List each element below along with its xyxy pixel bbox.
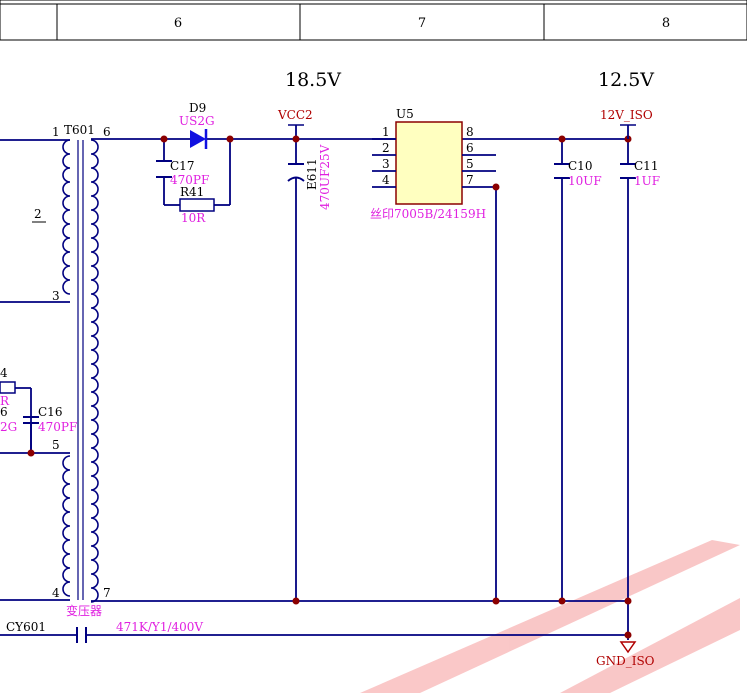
u5-pin-7: 7 [466, 173, 474, 187]
net-12v-iso[interactable]: 12V_ISO [600, 108, 653, 139]
capacitor-e611[interactable]: E611 470UF25V [287, 139, 332, 601]
d9-value: US2G [179, 114, 215, 128]
junction [558, 135, 566, 143]
partial-resistor-left[interactable]: 4 R 6 2G [0, 366, 32, 453]
r41-value: 10R [181, 211, 206, 225]
junction [160, 135, 168, 143]
r41-ref: R41 [180, 185, 204, 199]
12v-iso-label: 12V_ISO [600, 108, 653, 122]
resistor-r41[interactable]: R41 10R [164, 139, 231, 225]
partial-resistor-value: R [0, 394, 10, 408]
capacitor-cy601[interactable]: CY601 471K/Y1/400V [0, 620, 628, 643]
cy601-ref: CY601 [6, 620, 46, 634]
c17-ref: C17 [170, 159, 194, 173]
transformer-pin-4: 4 [52, 586, 60, 600]
ground-icon [619, 641, 637, 654]
junction [624, 597, 632, 605]
ic-u5[interactable]: U5 1 2 3 4 8 6 5 7 丝印7005B/24159H [370, 107, 496, 221]
u5-pin-2: 2 [382, 141, 390, 155]
partial-diode-ref: 6 [0, 405, 8, 419]
net-vcc2[interactable]: VCC2 [277, 108, 313, 139]
voltage-label-18v5: 18.5V [285, 69, 341, 91]
title-border: 6 7 8 [0, 0, 747, 41]
transformer-pin-6: 6 [103, 125, 111, 139]
c16-value: 470PF [38, 420, 77, 434]
transformer-ref: T601 [64, 123, 95, 137]
column-label-7: 7 [418, 16, 426, 31]
junction [226, 135, 234, 143]
transformer-t601[interactable]: T601 1 2 3 5 4 6 7 变压器 [32, 123, 111, 618]
transformer-pin-7: 7 [103, 586, 111, 600]
c10-ref: C10 [568, 159, 592, 173]
secondary-winding-6-7 [90, 139, 99, 603]
aux-winding-5-4 [62, 455, 71, 597]
junction [27, 449, 35, 457]
e611-ref: E611 [305, 158, 319, 190]
junction [492, 597, 500, 605]
junction [624, 631, 632, 639]
column-label-8: 8 [662, 16, 670, 31]
capacitor-c16[interactable]: C16 470PF [23, 405, 77, 453]
u5-pin-4: 4 [382, 173, 390, 187]
c10-value: 10UF [568, 174, 602, 188]
c17-value: 470PF [170, 173, 209, 187]
gnd-iso-label: GND_ISO [596, 654, 655, 668]
vcc2-label: VCC2 [277, 108, 313, 122]
c11-ref: C11 [634, 159, 658, 173]
capacitor-c11[interactable]: C11 1UF [620, 139, 660, 640]
primary-winding-1-3 [62, 139, 71, 295]
u5-ref: U5 [396, 107, 414, 121]
capacitor-c10[interactable]: C10 10UF [554, 139, 602, 601]
u5-marking: 丝印7005B/24159H [370, 207, 486, 221]
diode-d9[interactable]: D9 US2G [179, 101, 215, 149]
transformer-label: 变压器 [66, 603, 102, 618]
junction [558, 597, 566, 605]
transformer-pin-5: 5 [52, 438, 60, 452]
c16-ref: C16 [38, 405, 62, 419]
junction [292, 135, 300, 143]
transformer-pin-3: 3 [52, 289, 60, 303]
u5-pin-8: 8 [466, 125, 474, 139]
capacitor-c17[interactable]: C17 470PF [156, 139, 209, 205]
watermark-stroke [360, 540, 740, 693]
u5-pin-3: 3 [382, 157, 390, 171]
u5-pin-1: 1 [382, 125, 390, 139]
column-label-6: 6 [174, 16, 182, 31]
u5-pin-6: 6 [466, 141, 474, 155]
transformer-pin-1: 1 [52, 125, 60, 139]
junction [292, 597, 300, 605]
u5-pin-5: 5 [466, 157, 474, 171]
c11-value: 1UF [634, 174, 660, 188]
e611-value: 470UF25V [318, 144, 332, 210]
cy601-value: 471K/Y1/400V [116, 620, 203, 634]
partial-diode-value: 2G [0, 420, 17, 434]
partial-resistor-ref: 4 [0, 366, 8, 380]
net-gnd-iso[interactable]: GND_ISO [596, 641, 655, 668]
voltage-label-12v5: 12.5V [598, 69, 654, 91]
d9-ref: D9 [189, 101, 206, 115]
junction [492, 183, 500, 191]
transformer-pin-2: 2 [34, 207, 42, 221]
